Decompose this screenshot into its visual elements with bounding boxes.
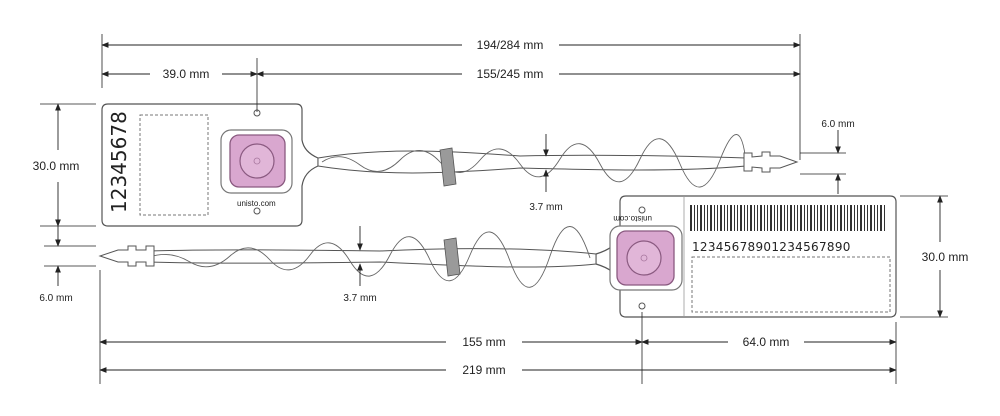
- barcode-bar: [790, 205, 792, 231]
- upper-lock-center: [253, 157, 261, 165]
- barcode-bar: [797, 205, 798, 231]
- upper-hole-bottom: [253, 207, 261, 215]
- barcode-bar: [820, 205, 822, 231]
- barcode-bar: [710, 205, 712, 231]
- dim-bottom-head-width: 64.0 mm: [743, 335, 790, 349]
- barcode-bar: [867, 205, 868, 231]
- barcode-bar: [730, 205, 732, 231]
- barcode-bar: [810, 205, 812, 231]
- barcode-bar: [754, 205, 755, 231]
- lower-brand: unisto.com: [613, 214, 652, 223]
- barcode-bar: [824, 205, 825, 231]
- lower-strap-wire: [149, 226, 591, 288]
- barcode-bar: [864, 205, 865, 231]
- dim-tip-width-lower: 6.0 mm: [39, 293, 72, 304]
- lower-label-area: [691, 256, 891, 313]
- dim-bottom-strap-length: 155 mm: [462, 335, 505, 349]
- barcode-bar: [750, 205, 752, 231]
- barcode-bar: [794, 205, 795, 231]
- dim-tail-length: 155/245 mm: [477, 67, 544, 81]
- barcode-bar: [770, 205, 772, 231]
- lower-strap: [147, 248, 597, 268]
- barcode-bar: [724, 205, 725, 231]
- barcode-bar: [747, 205, 748, 231]
- lower-seal: 12345678901234567890 unisto.com: [98, 195, 897, 318]
- dimension-arrows: [55, 42, 943, 373]
- lower-hole-bottom: [638, 302, 646, 310]
- barcode-bar: [760, 205, 762, 231]
- lower-strap-break: [443, 237, 461, 277]
- barcode-bar: [860, 205, 862, 231]
- barcode-bar: [774, 205, 775, 231]
- barcode-bar: [744, 205, 745, 231]
- barcode-bar: [830, 205, 832, 231]
- barcode-bar: [847, 205, 848, 231]
- barcode-bar: [737, 205, 738, 231]
- barcode-bar: [767, 205, 768, 231]
- barcode-bar: [727, 205, 728, 231]
- barcode-bar: [870, 205, 872, 231]
- barcode-bar: [844, 205, 845, 231]
- barcode-bar: [884, 205, 885, 231]
- barcode-bar: [837, 205, 838, 231]
- barcode-bar: [817, 205, 818, 231]
- barcode-bar: [800, 205, 802, 231]
- barcode-bar: [787, 205, 788, 231]
- barcode-bar: [740, 205, 742, 231]
- lower-lock-ring: [626, 240, 662, 276]
- upper-label-area: [139, 114, 209, 216]
- barcode-bar: [707, 205, 708, 231]
- dim-head-height-right: 30.0 mm: [922, 250, 969, 264]
- barcode-bar: [827, 205, 828, 231]
- upper-strap-wire: [321, 134, 747, 188]
- dim-bottom-total: 219 mm: [462, 363, 505, 377]
- dim-total-overall: 194/284 mm: [477, 38, 544, 52]
- barcode-bar: [690, 205, 692, 231]
- barcode-bar: [804, 205, 805, 231]
- barcode-bar: [807, 205, 808, 231]
- lower-serial-number: 12345678901234567890: [692, 240, 851, 254]
- barcode-bar: [777, 205, 778, 231]
- dim-strap-width-upper: 3.7 mm: [529, 202, 562, 213]
- lower-barcode: [690, 205, 885, 231]
- upper-lock-ring: [239, 143, 275, 179]
- upper-strap-tip: [743, 151, 799, 173]
- lower-strap-tip: [98, 245, 155, 267]
- dim-head-width: 39.0 mm: [163, 67, 210, 81]
- barcode-bar: [700, 205, 702, 231]
- upper-strap: [317, 150, 747, 174]
- barcode-bar: [734, 205, 735, 231]
- upper-serial-number: 12345678: [107, 111, 131, 213]
- barcode-bar: [784, 205, 785, 231]
- lower-lock-center: [640, 254, 648, 262]
- barcode-bar: [834, 205, 835, 231]
- barcode-bar: [704, 205, 705, 231]
- barcode-bar: [874, 205, 875, 231]
- upper-strap-break: [439, 147, 457, 187]
- barcode-bar: [757, 205, 758, 231]
- barcode-bar: [717, 205, 718, 231]
- barcode-bar: [854, 205, 855, 231]
- barcode-bar: [880, 205, 882, 231]
- barcode-bar: [697, 205, 698, 231]
- barcode-bar: [694, 205, 695, 231]
- upper-brand: unisto.com: [237, 199, 276, 208]
- barcode-bar: [780, 205, 782, 231]
- dim-strap-width-lower: 3.7 mm: [343, 293, 376, 304]
- barcode-bar: [877, 205, 878, 231]
- barcode-bar: [714, 205, 715, 231]
- barcode-bar: [857, 205, 858, 231]
- barcode-bar: [840, 205, 842, 231]
- dim-head-height-left: 30.0 mm: [33, 159, 80, 173]
- barcode-bar: [764, 205, 765, 231]
- barcode-bar: [720, 205, 722, 231]
- dimension-labels: 194/284 mm 39.0 mm 155/245 mm 30.0 mm 30…: [33, 38, 969, 377]
- lower-hole-top: [638, 206, 646, 214]
- dim-tip-width-upper: 6.0 mm: [821, 119, 854, 130]
- upper-seal: 12345678 unisto.com: [101, 103, 799, 227]
- barcode-bar: [814, 205, 815, 231]
- barcode-bar: [850, 205, 852, 231]
